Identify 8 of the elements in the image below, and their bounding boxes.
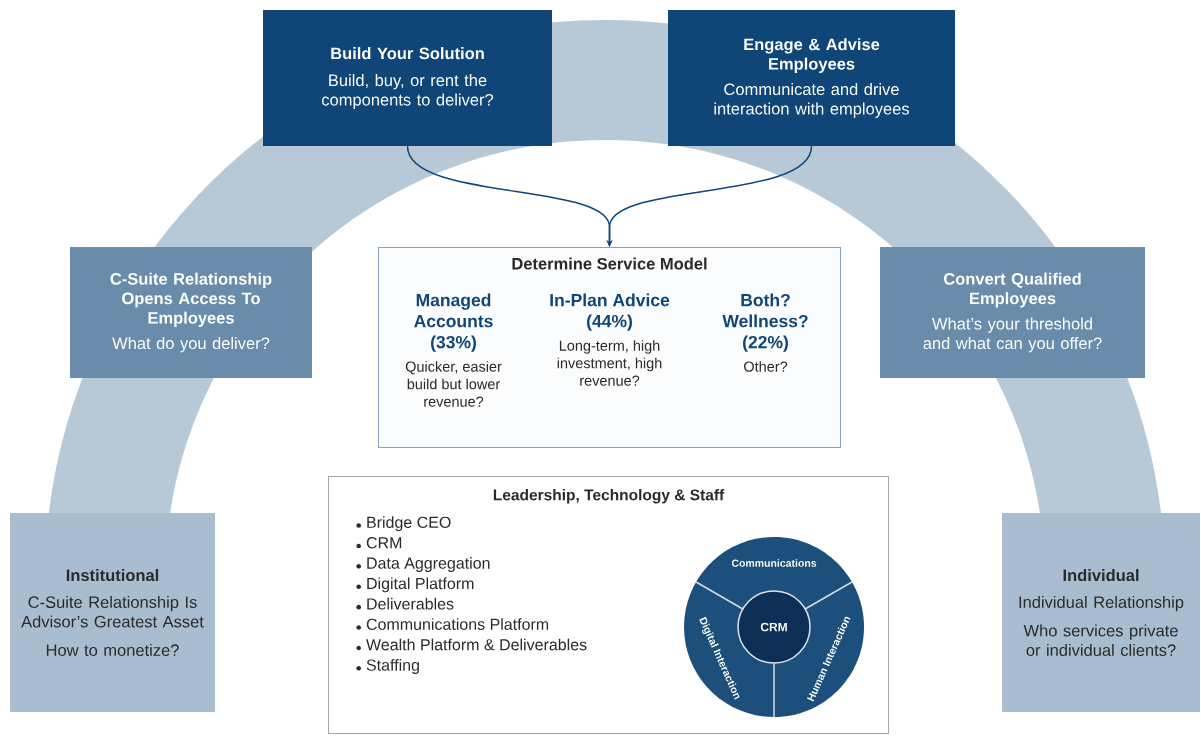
stage-box: Engage & Advise Employees Communicate and drive interaction with employees	[668, 10, 955, 146]
stage-box: C-Suite Relationship Opens Access To Employees What do you deliver?	[70, 247, 312, 378]
stage-box: Institutional C-Suite Relationship Is Advisor’s Greatest Asset How to monetize?	[10, 513, 215, 712]
stage-box: Convert Qualified Employees What’s your threshold and what can you offer?	[880, 247, 1145, 378]
segment-label: Communications	[731, 559, 817, 567]
stage-box: Build Your Solution Build, buy, or rent the components to deliver?	[263, 10, 552, 146]
service-model-box: Determine Service Model Managed Accounts (33%) Quicker, easier build but lower revenue? In-Plan Advice (44%) Long-term, high investment, high revenue? Both? Wellness? (22%) Other?	[378, 247, 841, 448]
stage-box: Individual Individual Relationship Who services private or individual clients?	[1002, 513, 1200, 712]
